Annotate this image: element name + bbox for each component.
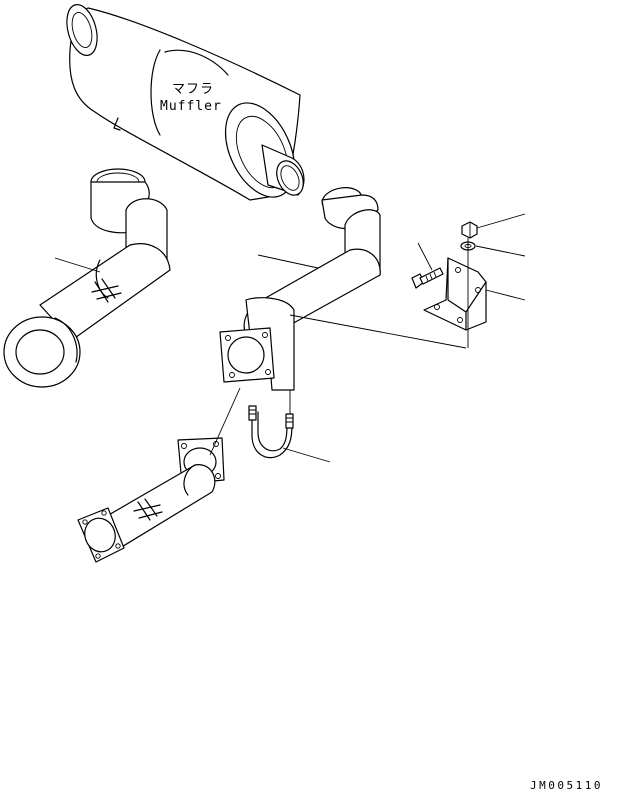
muffler-label-jp: マフラ bbox=[172, 82, 214, 97]
leader-center-pipe bbox=[257, 254, 319, 269]
bracket-assembly bbox=[289, 213, 526, 349]
leader-bolt bbox=[417, 242, 433, 271]
leader-clamp bbox=[282, 447, 331, 463]
leader-left-tailpipe bbox=[54, 257, 101, 273]
left-tailpipe bbox=[3, 168, 171, 388]
u-clamp bbox=[248, 390, 331, 463]
drawing-code: JM005110 bbox=[530, 779, 603, 792]
leader-washer bbox=[475, 245, 526, 257]
leader-nut bbox=[476, 213, 526, 229]
assembly-line-flange bbox=[209, 387, 241, 456]
center-exhaust-pipe bbox=[219, 187, 381, 391]
lower-exhaust-pipe bbox=[77, 387, 241, 563]
leader-bracket bbox=[485, 289, 526, 301]
muffler: マフラ Muffler bbox=[66, 4, 305, 201]
muffler-label-en: Muffler bbox=[160, 99, 222, 114]
